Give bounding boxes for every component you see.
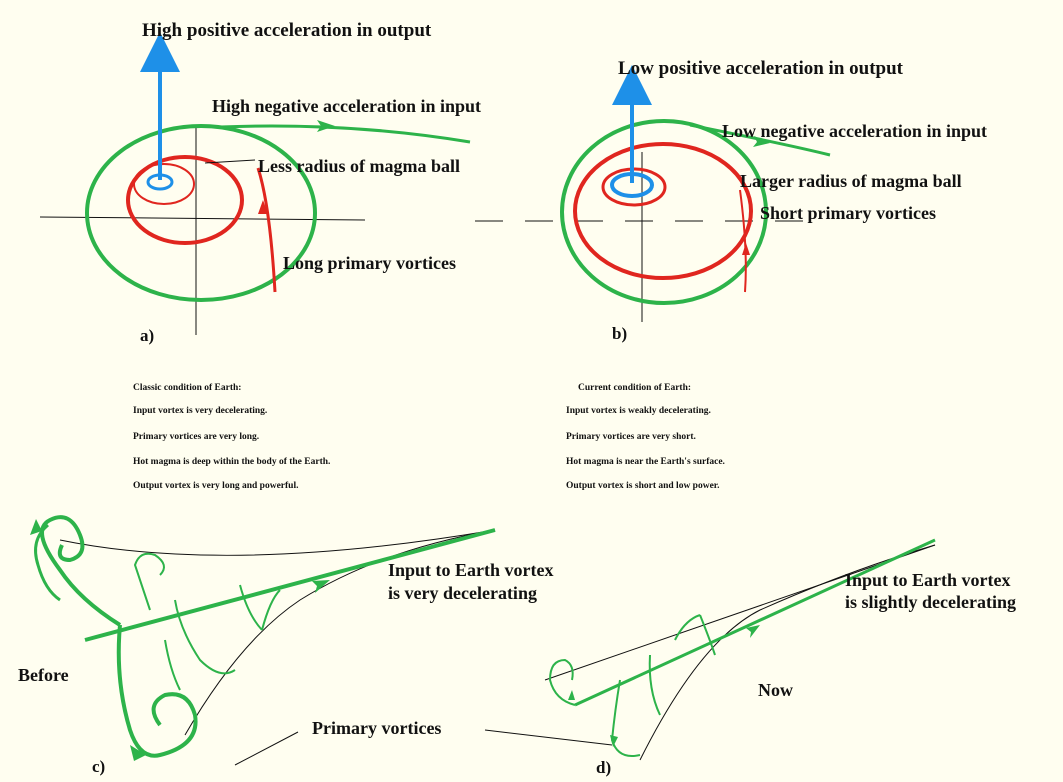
panel-b-radius-label: Larger radius of magma ball: [740, 171, 962, 191]
panel-a-radius-label: Less radius of magma ball: [258, 156, 461, 176]
panel-b-magma-ring: [573, 142, 753, 280]
panel-c-curl-bottom: [116, 624, 198, 758]
panel-a-magma-ring: [126, 155, 244, 245]
classic-notes-line: Input vortex is very decelerating.: [133, 406, 268, 416]
panel-c-input-label-line2: is very decelerating: [388, 583, 537, 603]
panel-c-input-label-line1: Input to Earth vortex: [388, 560, 554, 580]
panel-c-small-vortex-1: [133, 552, 165, 611]
panel-c-input-arrowhead: [312, 580, 330, 593]
panel-a-radius-pointer: [204, 159, 256, 164]
panel-b-input-arrowhead: [753, 136, 770, 147]
panel-d-input-vortex: [574, 538, 936, 707]
panel-d-letter: d): [596, 758, 612, 777]
panel-b-vortex-arrowhead: [742, 243, 750, 255]
panel-c-letter: c): [92, 757, 106, 776]
panel-c-curl-bottom-arrowhead: [130, 745, 146, 761]
panel-b-letter: b): [612, 324, 628, 343]
panel-b-input-label: Low negative acceleration in input: [722, 121, 987, 141]
panel-c-small-vortex-2: [174, 599, 236, 675]
panel-c-small-vortex-5: [164, 639, 181, 691]
panel-a-output-label: High positive acceleration in output: [142, 20, 432, 41]
current-notes-title: Current condition of Earth:: [578, 383, 692, 393]
panel-a-letter: a): [140, 326, 155, 345]
panel-d-branch-down: [610, 679, 641, 757]
panel-a-input-arrowhead: [317, 120, 335, 132]
panel-a-horizontal-axis: [39, 216, 366, 221]
classic-notes-line: Primary vortices are very long.: [133, 432, 260, 442]
panel-d-small-vortex-2: [674, 614, 701, 641]
current-notes-line: Output vortex is short and low power.: [566, 481, 720, 491]
classic-notes-line: Hot magma is deep within the body of the…: [133, 457, 331, 467]
current-notes-line: Hot magma is near the Earth's surface.: [566, 457, 725, 467]
panel-d-branch-arrowhead: [610, 735, 618, 747]
current-notes-line: Input vortex is weakly decelerating.: [566, 406, 711, 416]
panel-c-curl-top: [40, 515, 122, 627]
panel-b-vortices-label: Short primary vortices: [760, 203, 936, 223]
panel-d-input-label-line2: is slightly decelerating: [845, 592, 1016, 612]
panel-c-primary-pointer: [234, 731, 299, 766]
panel-c-diagram: [30, 515, 496, 766]
panel-b-input-vortex: [689, 123, 831, 157]
panel-d-diagram: [484, 538, 936, 761]
panel-a-inner-ring: [133, 163, 195, 205]
panel-d-small-vortex-1: [648, 654, 661, 716]
panel-d-curl-left-arrowhead: [568, 690, 575, 700]
panel-b-earth-circle: [560, 119, 768, 305]
panel-d-curl-left: [548, 658, 576, 706]
panel-c-input-vortex: [84, 528, 496, 642]
panel-b-diagram: [475, 65, 831, 322]
panel-a-input-label: High negative acceleration in input: [212, 96, 481, 116]
panel-c-small-vortex-3: [239, 584, 263, 631]
panel-d-primary-pointer: [484, 729, 613, 746]
panel-d-upper-guide: [544, 544, 936, 681]
panel-d-small-vortex-3: [699, 614, 716, 656]
classic-notes-line: Output vortex is very long and powerful.: [133, 481, 299, 491]
panel-c-curl-arrowhead: [30, 519, 42, 535]
current-notes-line: Primary vortices are very short.: [566, 432, 696, 442]
panel-a-input-vortex: [219, 124, 471, 144]
panel-a-diagram: [39, 32, 471, 335]
panel-a-vortex-arrowhead: [258, 200, 268, 214]
panel-c-curl-top-outer: [34, 523, 61, 602]
panel-c-lower-guide: [184, 529, 496, 736]
panel-c-small-vortex-4: [261, 589, 281, 631]
panel-a-earth-circle: [85, 124, 317, 302]
panel-d-input-arrowhead: [746, 625, 760, 638]
primary-vortices-label: Primary vortices: [312, 718, 442, 738]
panel-c-era-label: Before: [18, 665, 69, 685]
panel-b-output-label: Low positive acceleration in output: [618, 58, 903, 79]
panel-d-input-label-line1: Input to Earth vortex: [845, 570, 1011, 590]
panel-d-lower-guide: [639, 544, 936, 761]
panel-a-primary-vortex: [256, 167, 277, 293]
panel-c-upper-guide: [59, 529, 496, 556]
classic-notes-title: Classic condition of Earth:: [133, 383, 242, 393]
panel-d-era-label: Now: [758, 680, 793, 700]
panel-a-vortices-label: Long primary vortices: [283, 253, 456, 273]
